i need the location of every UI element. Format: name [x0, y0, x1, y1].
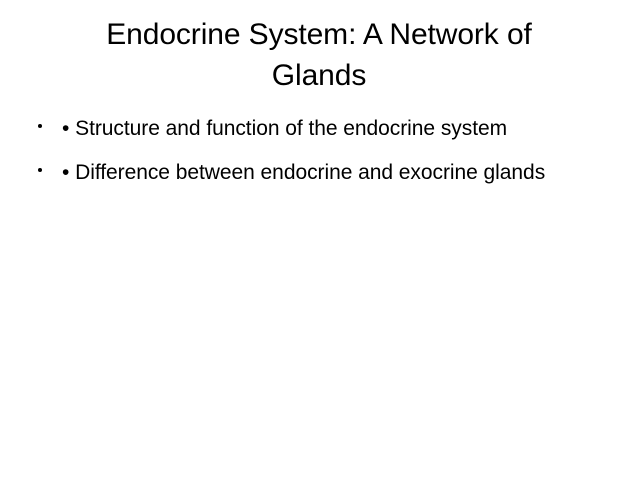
inline-bullet-glyph: • — [62, 161, 70, 184]
slide-title: Endocrine System: A Network of Glands — [106, 18, 532, 92]
slide-bullet-list: • Structure and function of the endocrin… — [30, 113, 608, 188]
bullet-dot-icon — [38, 168, 42, 172]
list-item: • Difference between endocrine and exocr… — [30, 157, 608, 188]
list-item-label: Difference between endocrine and exocrin… — [75, 161, 546, 184]
list-item-label: Structure and function of the endocrine … — [75, 117, 508, 140]
bullet-dot-icon — [38, 124, 42, 128]
inline-bullet-glyph: • — [62, 117, 70, 140]
list-item: • Structure and function of the endocrin… — [30, 113, 608, 144]
